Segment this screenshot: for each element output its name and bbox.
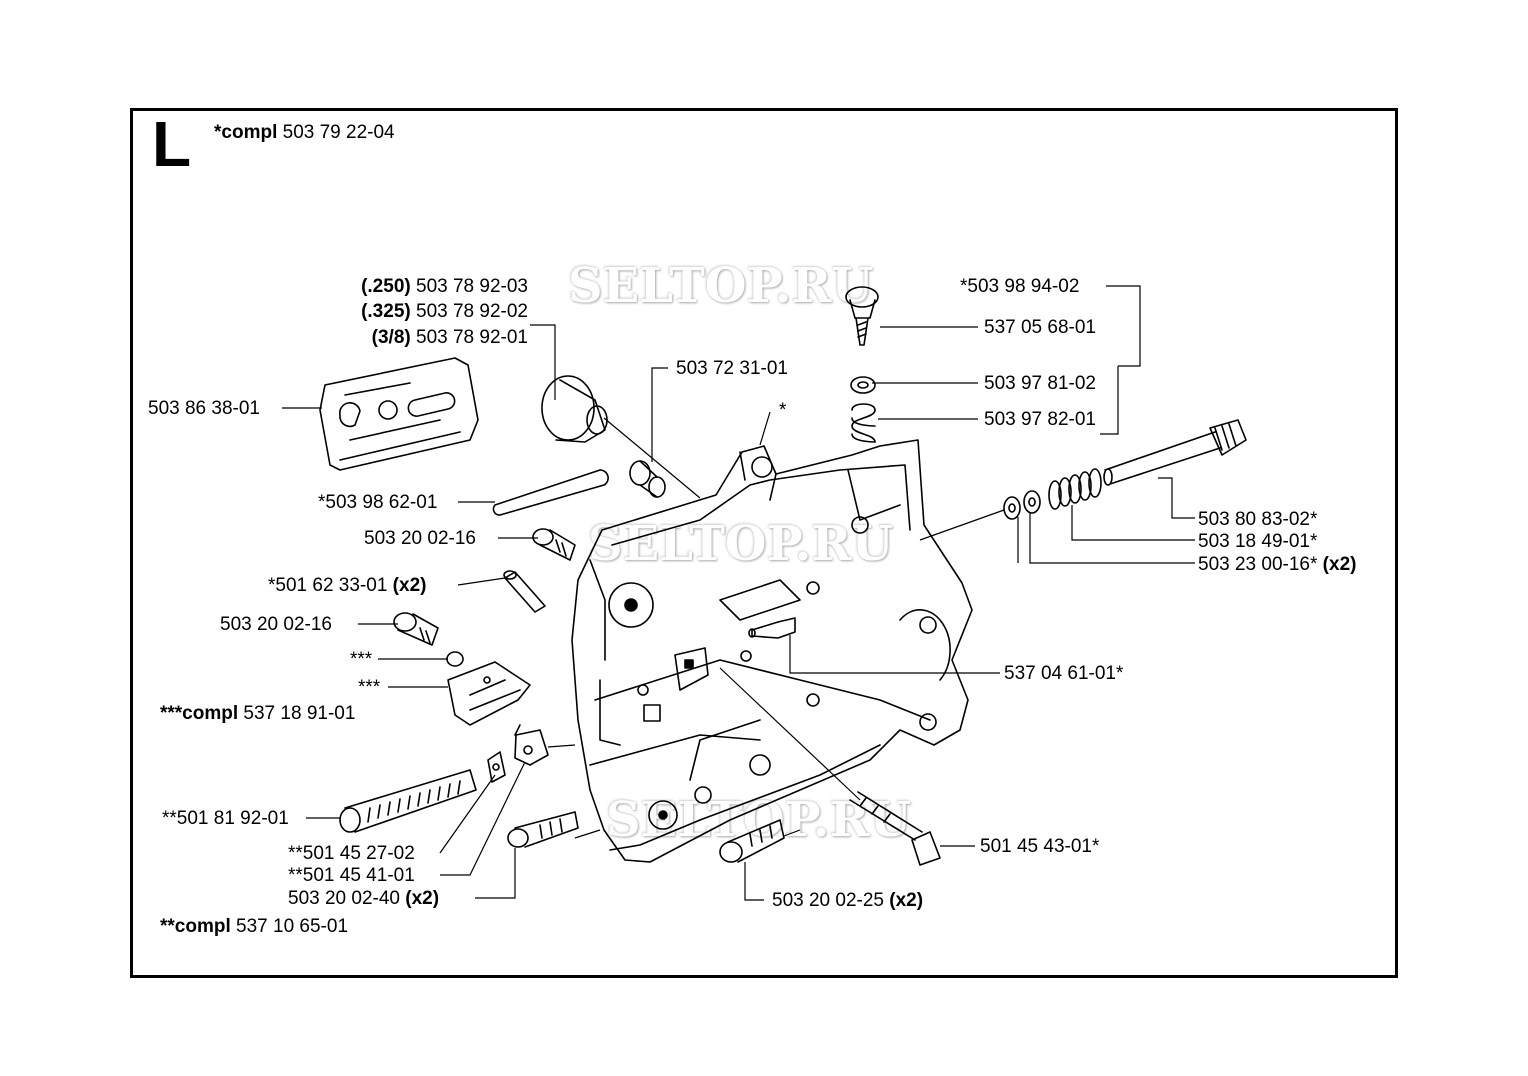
label-dowel-pin: *501 62 33-01 (x2)	[268, 575, 426, 597]
tensioner-screw	[339, 769, 477, 833]
clutch-cover	[571, 439, 973, 863]
label-anchor-pin: 537 04 61-01*	[1004, 663, 1124, 684]
label-bar-250: (.250) 503 78 92-03	[300, 276, 528, 298]
label-tensioner-screw: **501 81 92-01	[162, 808, 289, 829]
label-adjuster-assembly: *503 98 94-02	[960, 276, 1080, 297]
label-triple-star-a: ***	[350, 649, 373, 670]
label-screw-lower: 503 20 02-16	[220, 614, 332, 635]
label-tensioner-washer: **501 45 27-02	[288, 843, 415, 864]
compl2-number: 537 10 65-01	[236, 916, 349, 937]
adjuster-shaft	[1103, 419, 1247, 486]
washers-qty: (x2)	[1322, 554, 1357, 575]
bolt-40-qty: (x2)	[405, 888, 440, 909]
label-adjuster-shaft: 503 80 83-02*	[1198, 509, 1318, 530]
tensioner-nut	[514, 724, 549, 766]
o-ring	[492, 469, 609, 516]
bolt-40	[507, 811, 579, 848]
section-compl-label: *compl 503 79 22-04	[214, 122, 395, 144]
bar-38-number: 503 78 92-01	[416, 327, 528, 348]
label-bar-38: (3/8) 503 78 92-01	[300, 327, 528, 349]
screw-upper	[532, 528, 576, 561]
bar-250-number: 503 78 92-03	[416, 276, 528, 297]
compl3-number: 537 18 91-01	[243, 703, 356, 724]
spacer	[629, 460, 666, 498]
label-o-ring: *503 98 62-01	[318, 492, 438, 513]
section-letter: L	[152, 108, 192, 180]
label-spacer: 503 72 31-01	[676, 358, 788, 379]
label-screw-upper: 503 20 02-16	[364, 528, 476, 549]
bolt-25	[719, 819, 785, 863]
compl-number: 503 79 22-04	[282, 122, 395, 143]
bar-325-number: 503 78 92-02	[416, 301, 528, 322]
label-spring: 503 97 82-01	[984, 409, 1096, 430]
anchor-pin	[748, 617, 796, 639]
bar-325-prefix: (.325)	[361, 301, 411, 322]
dowel-pin-number: *501 62 33-01	[268, 575, 388, 596]
label-tensioner-nut: **501 45 41-01	[288, 865, 415, 886]
bolt-25-number: 503 20 02-25	[772, 890, 884, 911]
washers-number: 503 23 00-16*	[1198, 554, 1318, 575]
bolt-25-qty: (x2)	[889, 890, 924, 911]
dowel-pin-qty: (x2)	[392, 575, 427, 596]
washer-small	[446, 651, 464, 667]
chain-catcher	[447, 661, 531, 726]
leader-lines	[282, 285, 1195, 901]
watermark: SELTOP.RU	[568, 258, 874, 314]
label-compl-537-10: **compl 537 10 65-01	[160, 916, 348, 938]
bar-nut	[541, 375, 608, 443]
diagram-frame	[130, 108, 1398, 978]
watermark: SELTOP.RU	[588, 516, 894, 572]
label-bar-325: (.325) 503 78 92-02	[300, 301, 528, 323]
label-tensioner-pin: 501 45 43-01*	[980, 836, 1100, 857]
compl2-prefix: **compl	[160, 916, 231, 937]
screw-lower	[393, 612, 439, 646]
bar-38-prefix: (3/8)	[371, 327, 411, 348]
compl-prefix: *compl	[214, 122, 278, 143]
label-bolt-40: 503 20 02-40 (x2)	[288, 888, 439, 910]
adjuster-spring	[1048, 468, 1102, 510]
label-plate: 503 86 38-01	[148, 398, 260, 419]
label-adjuster-screw: 537 05 68-01	[984, 317, 1096, 338]
label-adjuster-spring: 503 18 49-01*	[1198, 531, 1318, 552]
label-star: *	[779, 400, 787, 421]
guide-plate	[319, 357, 479, 471]
tensioner-washer	[487, 751, 506, 783]
dowel-pin	[503, 570, 546, 613]
label-compl-537-18: ***compl 537 18 91-01	[160, 703, 355, 725]
label-washer: 503 97 81-02	[984, 373, 1096, 394]
label-adjuster-washers: 503 23 00-16* (x2)	[1198, 554, 1356, 576]
label-bolt-25: 503 20 02-25 (x2)	[772, 890, 923, 912]
label-triple-star-b: ***	[358, 677, 381, 698]
compl3-prefix: ***compl	[160, 703, 239, 724]
bolt-40-number: 503 20 02-40	[288, 888, 400, 909]
bar-250-prefix: (.250)	[361, 276, 411, 297]
adjuster-washers	[1003, 490, 1041, 520]
chain-tensioner-pin	[849, 791, 941, 866]
adjuster-assembly	[845, 286, 879, 443]
